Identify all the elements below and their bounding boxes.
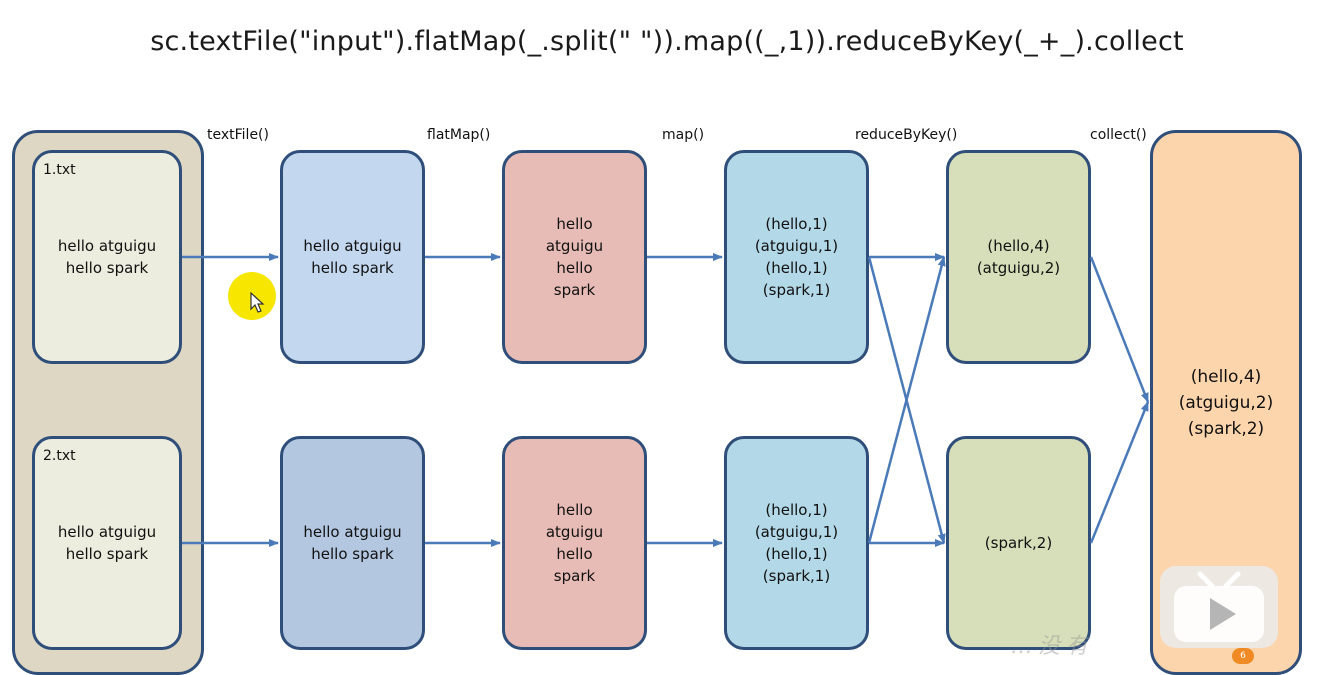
code-title: sc.textFile("input").flatMap(_.split(" "… [150,26,1184,57]
file-2-name: 2.txt [43,448,76,464]
label-collect: collect() [1090,127,1147,143]
file-1-name: 1.txt [43,162,76,178]
file-2-box: 2.txt hello atguigu hello spark [32,436,182,650]
label-map: map() [662,127,705,143]
flatmap-partition-2: hello atguigu hello spark [502,436,647,650]
watermark: …没有 [1010,634,1095,659]
textfile-partition-1: hello atguigu hello spark [280,150,425,364]
file-2-content: hello atguigu hello spark [57,523,157,563]
label-flatmap: flatMap() [427,127,491,143]
arrow-reduce1-collect [1089,256,1150,403]
reduce-partition-2: (spark,2) [946,436,1091,650]
arrow-map2-reduce1 [867,256,946,544]
map-partition-2: (hello,1) (atguigu,1) (hello,1) (spark,1… [724,436,869,650]
flatmap-partition-1: hello atguigu hello spark [502,150,647,364]
play-icon [1174,571,1264,642]
file-1-content: hello atguigu hello spark [57,237,157,277]
label-reducebykey: reduceByKey() [855,127,958,143]
textfile-partition-2: hello atguigu hello spark [280,436,425,650]
mouse-cursor-icon [250,292,265,313]
file-1-box: 1.txt hello atguigu hello spark [32,150,182,364]
label-textfile: textFile() [207,127,269,143]
arrow-reduce2-collect [1089,401,1150,544]
reduce-partition-1: (hello,4) (atguigu,2) [946,150,1091,364]
map-partition-1: (hello,1) (atguigu,1) (hello,1) (spark,1… [724,150,869,364]
notification-badge: 6 [1232,648,1254,664]
video-play-button[interactable] [1160,566,1278,648]
